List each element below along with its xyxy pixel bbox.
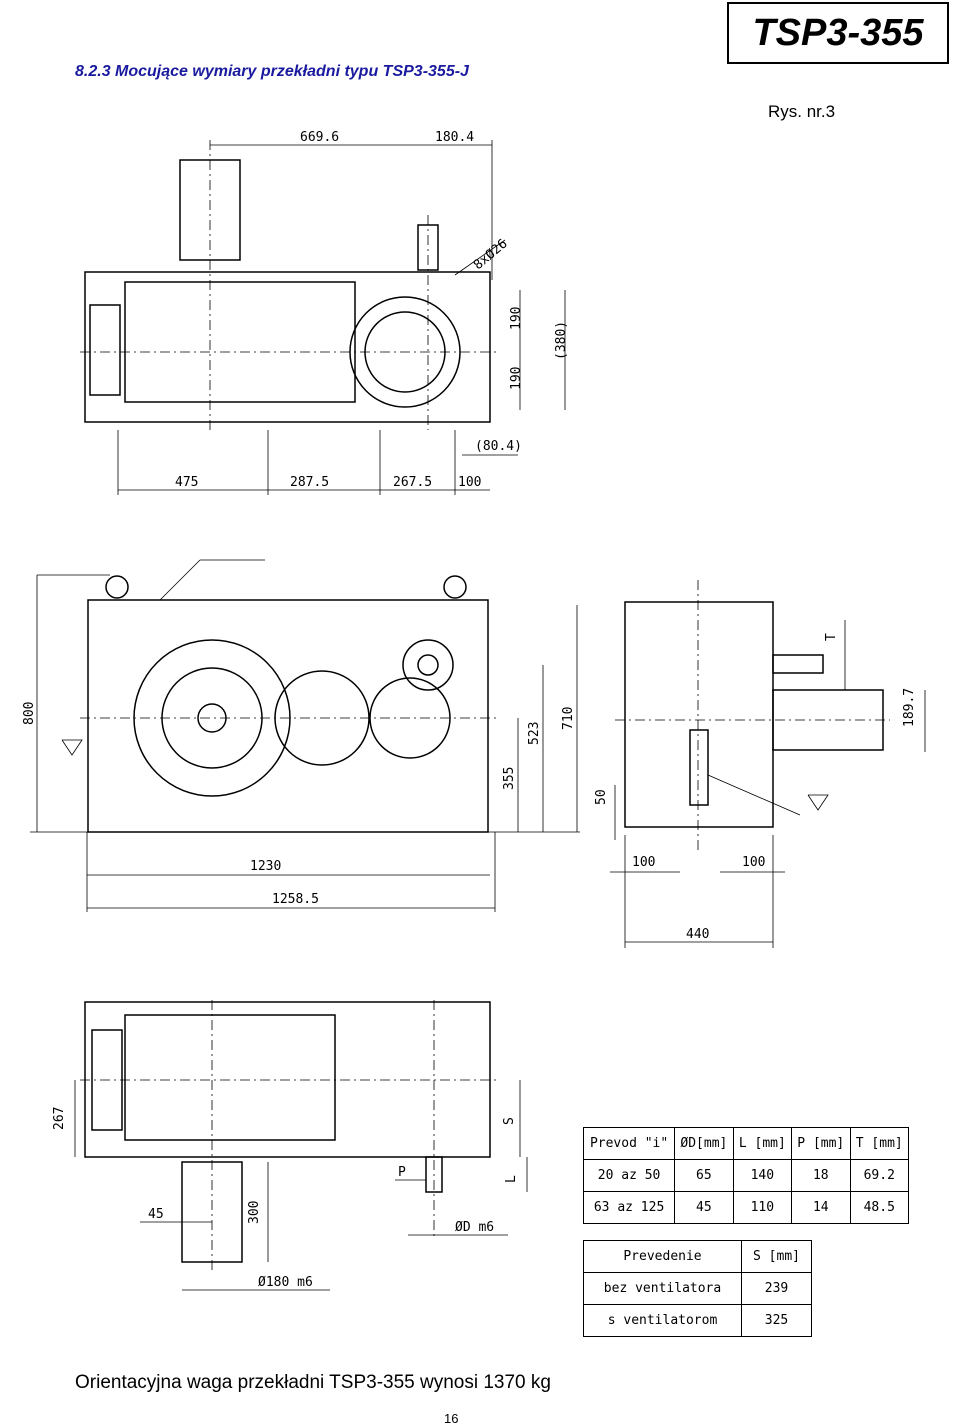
table-header-row: Prevedenie S [mm] xyxy=(582,1240,812,1273)
dim-d-m6: ØD m6 xyxy=(455,1220,494,1235)
variant-s-table: Prevedenie S [mm] bez ventilatora 239 s … xyxy=(582,1240,812,1337)
cell-variant: bez ventilatora xyxy=(582,1272,743,1305)
header-diameter: ØD[mm] xyxy=(674,1127,734,1160)
dim-1230: 1230 xyxy=(250,859,281,874)
side-view-dimension-lines xyxy=(610,620,926,948)
dim-523: 523 xyxy=(527,722,542,745)
bottom-view-dimension-text: 267 S L P ØD m6 45 300 Ø180 m6 xyxy=(52,1107,519,1290)
page-number: 16 xyxy=(444,1411,459,1426)
cell-length: 110 xyxy=(732,1191,793,1224)
cell-t: 48.5 xyxy=(849,1191,910,1224)
header-variant: Prevedenie xyxy=(582,1240,743,1273)
dim-287-5: 287.5 xyxy=(290,475,329,490)
dim-300: 300 xyxy=(247,1201,262,1224)
table-row: 63 az 125 45 110 14 48.5 xyxy=(582,1191,910,1224)
dim-p: P xyxy=(398,1165,406,1180)
cell-s: 325 xyxy=(741,1304,812,1337)
side-view-dimension-text: T 189.7 50 100 100 440 xyxy=(594,633,917,942)
figure-label: Rys. nr.3 xyxy=(768,102,836,121)
table-row: bez ventilatora 239 xyxy=(582,1272,812,1305)
dim-1258-5: 1258.5 xyxy=(272,892,319,907)
dim-50: 50 xyxy=(594,789,609,805)
dim-45: 45 xyxy=(148,1207,164,1222)
front-view-dimension-text: 800 710 523 355 1230 1258.5 xyxy=(22,702,576,907)
dim-800: 800 xyxy=(22,702,37,725)
dim-80-4: (80.4) xyxy=(475,439,522,454)
cell-p: 14 xyxy=(791,1191,851,1224)
top-view-drawing xyxy=(80,140,500,430)
shaft-dimension-table: Prevod "i" ØD[mm] L [mm] P [mm] T [mm] 2… xyxy=(582,1127,910,1224)
top-view-dimension-text: 669.6 180.4 8xØ26 190 190 (380) (80.4) 4… xyxy=(175,130,569,490)
top-view-dimension-lines xyxy=(117,140,566,495)
model-title-box: TSP3-355 xyxy=(727,2,949,64)
table-row: s ventilatorom 325 xyxy=(582,1304,812,1337)
cell-ratio: 20 az 50 xyxy=(582,1159,676,1192)
dim-189-7: 189.7 xyxy=(902,688,917,727)
table-header-row: Prevod "i" ØD[mm] L [mm] P [mm] T [mm] xyxy=(582,1127,910,1160)
page-heading: 8.2.3 Mocujące wymiary przekładni typu T… xyxy=(75,63,469,80)
cell-length: 140 xyxy=(732,1159,793,1192)
bottom-view-dimension-lines xyxy=(74,1080,528,1291)
side-view-drawing xyxy=(615,580,890,850)
dim-267: 267 xyxy=(52,1107,67,1130)
dim-100-right: 100 xyxy=(742,855,765,870)
front-view-drawing xyxy=(80,575,500,833)
front-view-dimension-lines xyxy=(30,559,580,912)
dim-190-b: 190 xyxy=(509,367,524,390)
cell-variant: s ventilatorom xyxy=(582,1304,743,1337)
dim-267-5: 267.5 xyxy=(393,475,432,490)
dim-190-a: 190 xyxy=(509,307,524,330)
weight-note: Orientacyjna waga przekładni TSP3-355 wy… xyxy=(75,1372,551,1393)
dim-710: 710 xyxy=(561,707,576,730)
header-s: S [mm] xyxy=(741,1240,812,1273)
cell-diameter: 45 xyxy=(674,1191,734,1224)
bottom-view-drawing xyxy=(80,1000,500,1270)
header-t: T [mm] xyxy=(849,1127,910,1160)
dim-8xd26: 8xØ26 xyxy=(471,236,511,273)
dim-100-left: 100 xyxy=(632,855,655,870)
dim-s: S xyxy=(502,1117,517,1125)
dim-475: 475 xyxy=(175,475,198,490)
cell-s: 239 xyxy=(741,1272,812,1305)
cell-p: 18 xyxy=(791,1159,851,1192)
dim-440: 440 xyxy=(686,927,709,942)
dim-355: 355 xyxy=(502,767,517,790)
header-p: P [mm] xyxy=(791,1127,851,1160)
dim-100: 100 xyxy=(458,475,481,490)
dim-180-4: 180.4 xyxy=(435,130,474,145)
cell-diameter: 65 xyxy=(674,1159,734,1192)
dim-l: L xyxy=(504,1175,519,1183)
table-row: 20 az 50 65 140 18 69.2 xyxy=(582,1159,910,1192)
dim-380: (380) xyxy=(554,321,569,360)
cell-t: 69.2 xyxy=(849,1159,910,1192)
header-ratio: Prevod "i" xyxy=(582,1127,676,1160)
dim-d180-m6: Ø180 m6 xyxy=(258,1275,313,1290)
dim-t: T xyxy=(824,633,839,641)
header-length: L [mm] xyxy=(732,1127,793,1160)
cell-ratio: 63 az 125 xyxy=(582,1191,676,1224)
dim-669-6: 669.6 xyxy=(300,130,339,145)
